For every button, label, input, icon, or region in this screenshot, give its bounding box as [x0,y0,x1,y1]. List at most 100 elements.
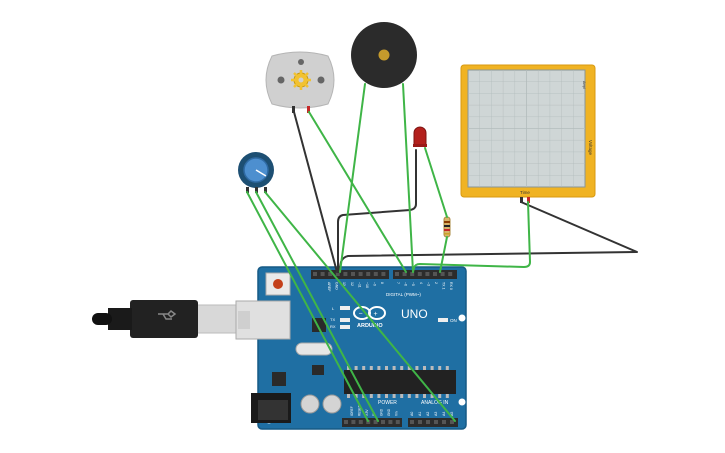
usb-strain-relief [108,308,132,330]
motor-terminal-red [307,106,310,113]
header-hole[interactable] [358,272,363,276]
header-hole[interactable] [388,420,393,424]
wire-pot-a5[interactable] [264,191,456,422]
power-pin-label: GND [387,408,391,416]
header-hole[interactable] [433,272,437,276]
resistor-band [444,233,450,235]
wire-motor-gnd[interactable] [293,111,338,273]
chip-pin [377,394,381,398]
resistor-band [444,221,450,223]
header-hole[interactable] [358,420,363,424]
chip-pin [423,394,426,398]
header-hole[interactable] [395,420,400,424]
analog-pin-label: A4 [442,412,446,416]
scope-time-label: Time [520,190,530,195]
wire-led-gnd[interactable] [337,149,417,273]
header-hole[interactable] [395,272,399,276]
oscilloscope[interactable]: Time Voltage Ampl [460,64,596,203]
led-rim [413,144,427,147]
wire-pot-gnd[interactable] [255,191,379,422]
header-hole[interactable] [344,420,348,424]
digital-pin-label: AREF [327,282,331,291]
uno-model-text: UNO [401,307,428,321]
scope-terminal-black [520,197,523,203]
header-hole[interactable] [343,272,348,276]
header-hole[interactable] [373,420,378,424]
chip-pin [423,366,426,370]
header-hole[interactable] [402,272,407,276]
power-pin-label: GND [380,408,384,416]
tx-led [340,318,350,322]
atmega-microcontroller [344,370,456,394]
wire-scope-signal[interactable] [412,201,531,273]
header-hole[interactable] [373,272,378,276]
header-hole[interactable] [442,420,446,424]
header-hole[interactable] [351,420,356,424]
chip-pin [415,366,419,370]
red-led[interactable] [413,126,427,147]
bottom-header-holes [344,420,454,424]
piezo-buzzer[interactable] [351,22,417,88]
digital-pin-label: 7 [396,282,400,284]
mount-hole [458,314,466,322]
header-hole[interactable] [434,420,438,424]
digital-pin-label: GND [335,282,339,290]
digital-pin-label: 12 [350,282,354,286]
dc-motor[interactable] [265,51,335,113]
resistor-band [444,225,450,227]
header-hole[interactable] [320,272,325,276]
small-chip [312,365,324,375]
wire-buzzer-gnd[interactable] [339,83,366,273]
wire-pot-5v[interactable] [246,191,369,422]
header-hole[interactable] [351,272,355,276]
header-hole[interactable] [366,272,371,276]
digital-pin-label: RX 0 [449,282,453,290]
digital-pin-label: ~10 [365,282,369,288]
chip-pin [438,394,442,398]
chip-pin [392,394,396,398]
scope-ampl-label: Ampl [582,81,586,89]
usb-cable[interactable] [92,300,246,338]
power-pin-label: 3.3V [365,409,369,416]
potentiometer[interactable] [238,152,274,193]
header-hole[interactable] [366,420,371,424]
chip-pin [445,366,449,370]
arduino-uno-board[interactable]: L TX RX ON − + ARDUINO UNO DIGITAL (PWM~… [235,266,467,430]
header-hole[interactable] [425,272,430,276]
wire-resistor-pin[interactable] [439,236,448,273]
header-hole[interactable] [426,420,430,424]
header-hole[interactable] [381,420,385,424]
header-hole[interactable] [335,272,340,276]
analog-header [408,418,458,427]
header-hole[interactable] [313,272,317,276]
header-hole[interactable] [440,272,445,276]
wire-motor-signal[interactable] [308,111,407,273]
chip-pin [385,366,388,370]
header-hole[interactable] [328,272,333,276]
chip-pin [347,394,350,398]
motor-screw [298,59,304,65]
header-hole[interactable] [450,420,454,424]
chip-pin [445,394,449,398]
header-hole[interactable] [417,272,422,276]
wire-led-resistor[interactable] [424,147,448,218]
mount-hole [458,398,466,406]
chip-pin [438,366,442,370]
resistor[interactable] [443,216,451,238]
chip-pin [385,394,388,398]
reset-button[interactable] [273,279,283,289]
header-hole[interactable] [381,272,386,276]
chip-pin [354,394,358,398]
svg-text:−: − [359,311,363,318]
chip-pin [369,366,373,370]
header-hole[interactable] [448,272,453,276]
wire-buzzer-signal[interactable] [402,83,414,273]
header-hole[interactable] [418,420,422,424]
header-hole[interactable] [410,420,414,424]
chip-pin [400,366,404,370]
chip-pin [430,394,434,398]
analog-pin-label: A1 [418,412,422,416]
wires [246,83,638,422]
header-hole[interactable] [410,272,415,276]
